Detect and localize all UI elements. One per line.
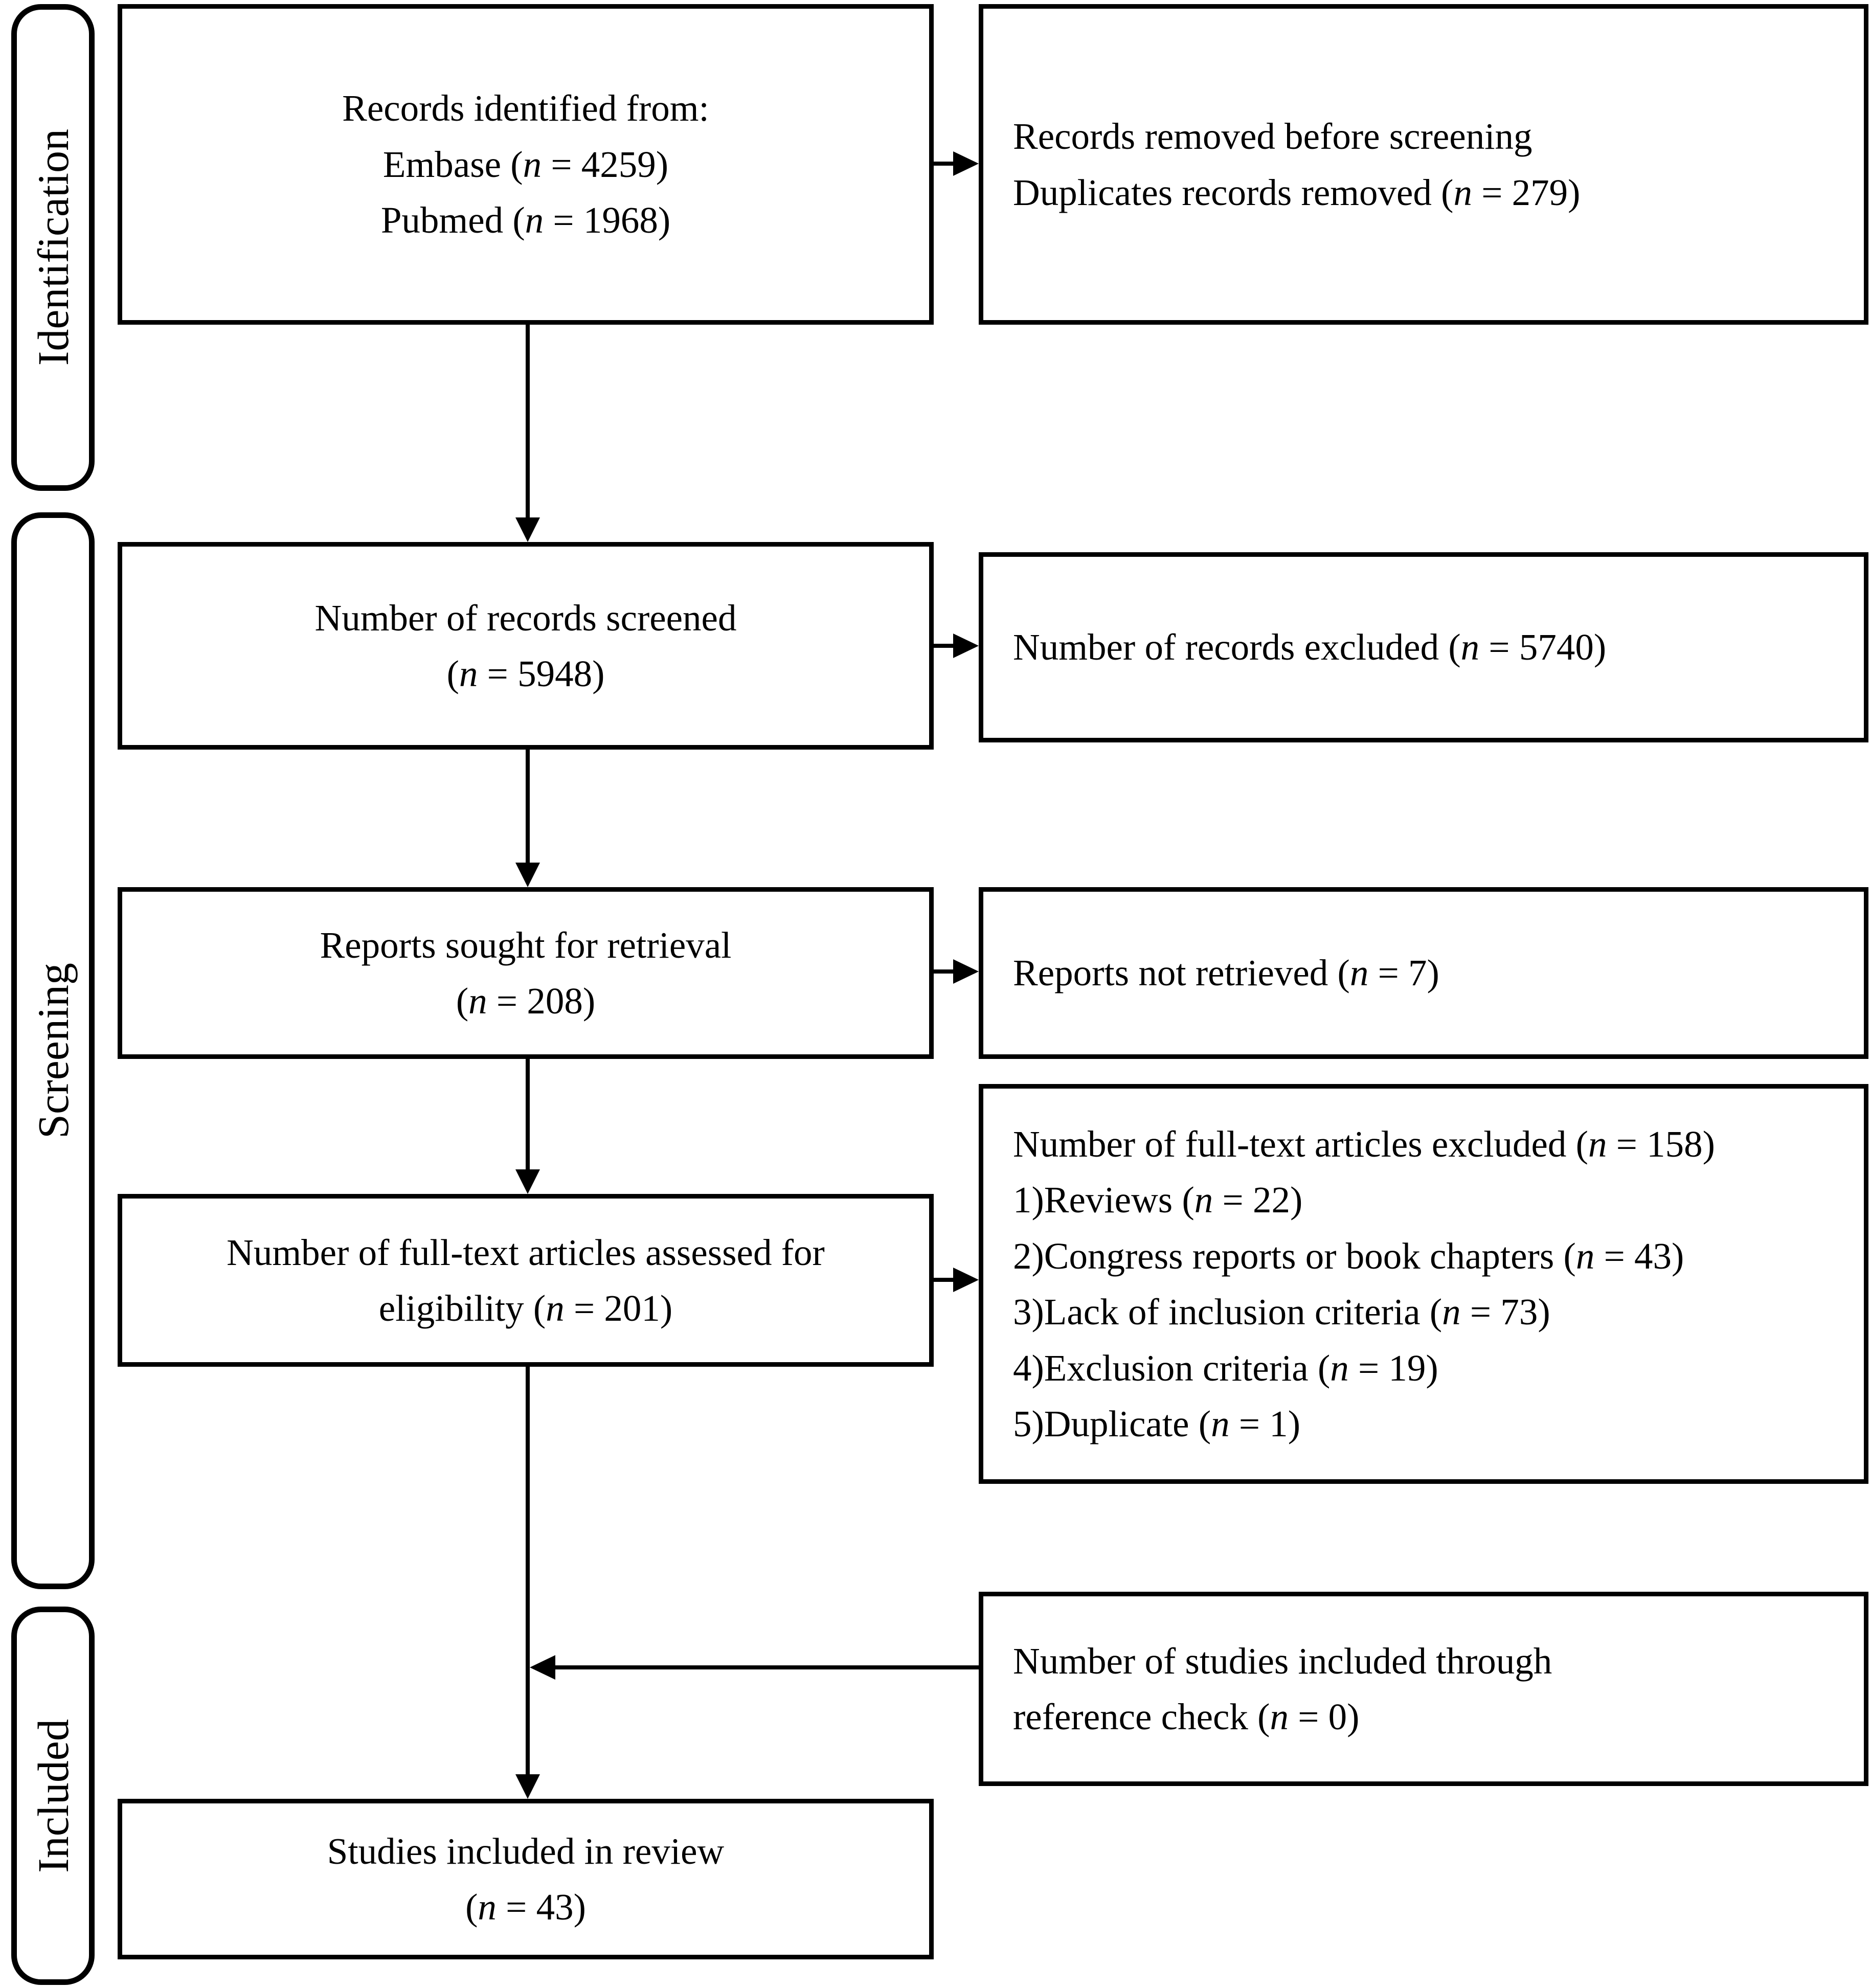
text-line: Records removed before screening xyxy=(1013,116,1532,157)
text-line: 2)Congress reports or book chapters (n =… xyxy=(1013,1235,1684,1277)
arrow-line xyxy=(526,1059,530,1170)
arrowhead-left-icon xyxy=(530,1655,555,1680)
text-line: (n = 5948) xyxy=(446,653,605,694)
text-line: Records identified from: xyxy=(342,87,709,129)
side-box-fulltext-excluded: Number of full-text articles excluded (n… xyxy=(979,1084,1868,1484)
text-line: (n = 208) xyxy=(456,980,596,1022)
text-line: Number of studies included through xyxy=(1013,1640,1552,1682)
flow-box-studies-included: Studies included in review (n = 43) xyxy=(118,1799,934,1959)
text-line: (n = 43) xyxy=(465,1886,586,1928)
text-line: 3)Lack of inclusion criteria (n = 73) xyxy=(1013,1291,1550,1332)
arrowhead-down-icon xyxy=(515,1169,540,1194)
stage-identification: Identification xyxy=(11,4,95,491)
side-box-reference-check: Number of studies included through refer… xyxy=(979,1592,1868,1786)
flow-box-records-screened: Number of records screened (n = 5948) xyxy=(118,542,934,750)
arrow-line xyxy=(934,644,955,648)
stage-included: Included xyxy=(11,1607,95,1985)
text-line: Duplicates records removed (n = 279) xyxy=(1013,171,1581,213)
flow-box-fulltext-assessed: Number of full-text articles assessed fo… xyxy=(118,1194,934,1367)
arrow-line xyxy=(934,969,955,974)
side-box-records-excluded: Number of records excluded (n = 5740) xyxy=(979,552,1868,742)
flow-box-records-identified: Records identified from: Embase (n = 425… xyxy=(118,4,934,325)
text-line: Reports not retrieved (n = 7) xyxy=(1013,952,1439,994)
text-line: Number of records screened xyxy=(314,597,737,639)
text-line: reference check (n = 0) xyxy=(1013,1696,1360,1737)
arrow-line xyxy=(526,325,530,519)
arrow-line xyxy=(526,1367,530,1776)
flow-box-reports-sought: Reports sought for retrieval (n = 208) xyxy=(118,887,934,1059)
text-line: Embase (n = 4259) xyxy=(382,143,669,185)
arrowhead-right-icon xyxy=(953,959,979,984)
stage-included-label: Included xyxy=(28,1719,78,1873)
text-line: Pubmed (n = 1968) xyxy=(380,199,671,241)
text-line: Studies included in review xyxy=(327,1830,725,1872)
arrowhead-down-icon xyxy=(515,863,540,887)
arrowhead-down-icon xyxy=(515,517,540,542)
text-line: Reports sought for retrieval xyxy=(320,924,732,966)
text-line: Number of full-text articles assessed fo… xyxy=(227,1231,825,1273)
text-line: 1)Reviews (n = 22) xyxy=(1013,1179,1303,1221)
arrow-line xyxy=(526,750,530,864)
arrowhead-right-icon xyxy=(953,634,979,658)
text-line: 4)Exclusion criteria (n = 19) xyxy=(1013,1347,1438,1389)
stage-identification-label: Identification xyxy=(28,129,78,366)
arrow-line xyxy=(934,162,955,166)
arrowhead-right-icon xyxy=(953,151,979,176)
side-box-removed-before-screening: Records removed before screening Duplica… xyxy=(979,4,1868,325)
arrow-line xyxy=(553,1665,979,1669)
text-line: 5)Duplicate (n = 1) xyxy=(1013,1403,1301,1444)
stage-screening-label: Screening xyxy=(28,963,78,1139)
arrowhead-right-icon xyxy=(953,1268,979,1292)
text-line: Number of full-text articles excluded (n… xyxy=(1013,1123,1715,1165)
stage-screening: Screening xyxy=(11,512,95,1589)
side-box-reports-not-retrieved: Reports not retrieved (n = 7) xyxy=(979,887,1868,1059)
arrowhead-down-icon xyxy=(515,1774,540,1799)
text-line: Number of records excluded (n = 5740) xyxy=(1013,626,1607,668)
text-line: eligibility (n = 201) xyxy=(378,1287,673,1329)
arrow-line xyxy=(934,1278,955,1282)
